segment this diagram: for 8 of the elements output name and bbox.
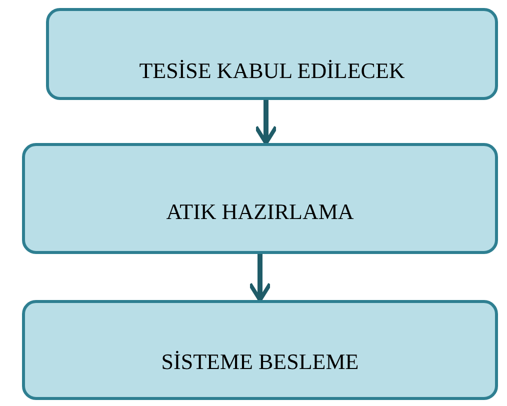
process-box [46, 8, 498, 100]
box-label: ATIK HAZIRLAMA [166, 198, 354, 224]
box-label: SİSTEME BESLEME [161, 349, 359, 375]
process-box [22, 300, 498, 400]
process-box [22, 143, 498, 254]
arrow [254, 100, 278, 145]
box-label: TESİSE KABUL EDİLECEK [139, 58, 405, 84]
arrow [248, 254, 272, 302]
